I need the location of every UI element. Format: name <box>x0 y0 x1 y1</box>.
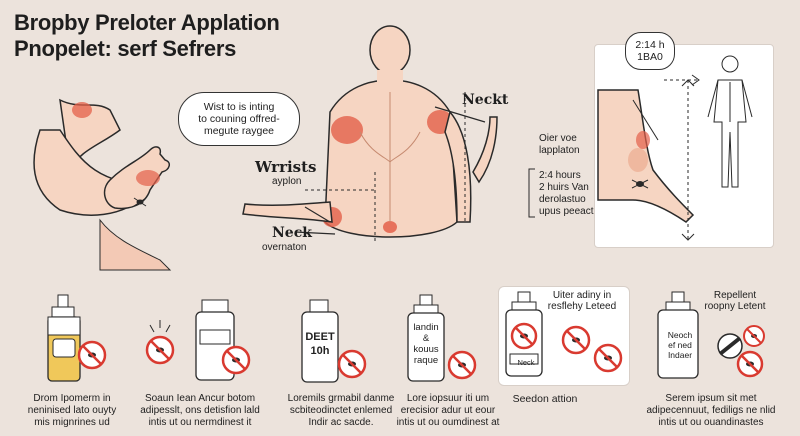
no-mosquito-icon <box>561 325 591 355</box>
title-line-1: Bropby Preloter Applation <box>14 10 280 35</box>
label-line: DEET <box>305 331 335 343</box>
product-1-caption: Drom Ipomerm in neninised lato ouyty mis… <box>12 393 132 429</box>
application-note: Oier voe lapplaton <box>539 133 580 157</box>
caption-line: scbiteodinctet enlemed <box>289 405 393 416</box>
time-line-1: 2:14 h <box>635 39 665 51</box>
hours-line-3: derolastuo <box>539 194 586 205</box>
no-mosquito-icon <box>337 349 367 379</box>
caption-line: Soaun Iean Ancur botom <box>144 393 256 404</box>
no-mosquito-icon <box>736 350 764 378</box>
label-line: Neoch <box>667 330 693 340</box>
caption-line: Loremils grmabil danme <box>287 393 395 404</box>
caption-line: Serem ipsum sit met <box>665 393 757 404</box>
product-3-bottle <box>301 299 367 383</box>
bubble-line-3: megute raygee <box>203 125 275 137</box>
caption-line: intis ut ou nermdinest it <box>148 417 252 428</box>
no-mosquito-icon <box>145 335 175 365</box>
time-line-2: 1BA0 <box>637 51 663 63</box>
time-arrow <box>664 74 700 86</box>
wrists-label: Wrrists <box>255 158 317 176</box>
no-mosquito-icon <box>77 340 107 370</box>
caption-line: erecisior adur ut eour <box>400 405 496 416</box>
label-line: ef ned <box>668 340 692 350</box>
label-line: Indaer <box>667 350 693 360</box>
bubble-line-2: to couning offred- <box>198 113 280 125</box>
no-mosquito-icon <box>510 322 538 350</box>
product-6-caption: Serem ipsum sit met adipecennuut, fedili… <box>636 393 786 429</box>
label-line: kouus <box>413 344 439 355</box>
product-5-bottle <box>505 291 623 377</box>
label-line: raque <box>413 355 439 366</box>
label-line: landin <box>413 322 439 333</box>
body-back-illustration <box>242 25 498 242</box>
caption-line: mis mignrines ud <box>34 417 110 428</box>
caption-line: adipecennuut, fediligs ne nlid <box>646 405 776 416</box>
hours-bracket <box>528 168 535 218</box>
product-3-label: DEET 10h <box>302 330 338 358</box>
caption-line: adipesslt, ons detisfion lald <box>140 405 260 416</box>
caption-line: intis ut ou ouandinastes <box>658 417 764 428</box>
product-4-label: landin & kouus raque <box>408 322 444 366</box>
wrists-sublabel: ayplon <box>272 176 302 187</box>
product-6-heading: Repellent roopny Letent <box>690 290 780 312</box>
heading-line: roopny Letent <box>704 301 766 312</box>
no-mosquito-icon <box>221 345 251 375</box>
hand-speech-bubble: Wist to is inting to couning offred- meg… <box>178 92 300 146</box>
leg-arm-illustration <box>597 79 695 241</box>
hours-note: 2:4 hours 2 huirs Van derolastuo upus pe… <box>539 170 594 218</box>
hours-line-1: 2:4 hours <box>539 170 581 181</box>
heading-line: Uiter adiny in <box>552 290 612 301</box>
title-line-2: Pnopelet: serf Sefrers <box>14 36 237 61</box>
neck-label: Neck <box>272 225 312 241</box>
product-4-bottle <box>407 294 477 382</box>
bubble-line-1: Wist to is inting <box>203 101 275 113</box>
product-5-heading: Uiter adiny in resflehy Leteed <box>542 290 622 312</box>
neck-top-label: Neckt <box>462 92 509 108</box>
note-line-1: Oier voe <box>539 133 577 144</box>
hours-line-2: 2 huirs Van <box>539 182 589 193</box>
page-title: Bropby Preloter Applation Pnopelet: serf… <box>14 10 280 62</box>
caption-line: neninised lato ouyty <box>27 405 117 416</box>
product-2-bottle <box>145 299 251 381</box>
no-mosquito-icon <box>593 343 623 373</box>
caption-line: Drom Ipomerm in <box>33 393 111 404</box>
product-3-caption: Loremils grmabil danme scbiteodinctet en… <box>276 393 406 429</box>
hours-line-4: upus peeact <box>539 206 594 217</box>
caption-line: Indir ac sacde. <box>308 417 374 428</box>
product-1-bottle <box>47 294 107 382</box>
time-bubble: 2:14 h 1BA0 <box>625 32 675 70</box>
no-mosquito-icon <box>743 325 765 347</box>
product-5-caption: Seedon attion <box>500 393 590 405</box>
label-line: & <box>422 333 430 344</box>
neck-sublabel: overnaton <box>262 242 307 253</box>
product-5-label: Neck <box>517 358 535 367</box>
caption-line: intis ut ou oumdinest at <box>396 417 500 428</box>
no-mosquito-icon <box>717 333 743 359</box>
standing-figure-icon <box>707 55 753 188</box>
caption-line: Lore iopsuur iti um <box>406 393 490 404</box>
product-6-label: Neoch ef ned Indaer <box>660 330 700 360</box>
no-mosquito-icon <box>447 350 477 380</box>
product-6-bottle <box>657 291 765 379</box>
product-2-caption: Soaun Iean Ancur botom adipesslt, ons de… <box>130 393 270 429</box>
note-line-2: lapplaton <box>539 145 580 156</box>
label-line: 10h <box>310 345 330 357</box>
heading-line: resflehy Leteed <box>547 301 617 312</box>
caption-line: Seedon attion <box>512 393 578 405</box>
hand-foot-illustration <box>33 98 172 271</box>
product-4-caption: Lore iopsuur iti um erecisior adur ut eo… <box>388 393 508 429</box>
heading-line: Repellent <box>713 290 757 301</box>
